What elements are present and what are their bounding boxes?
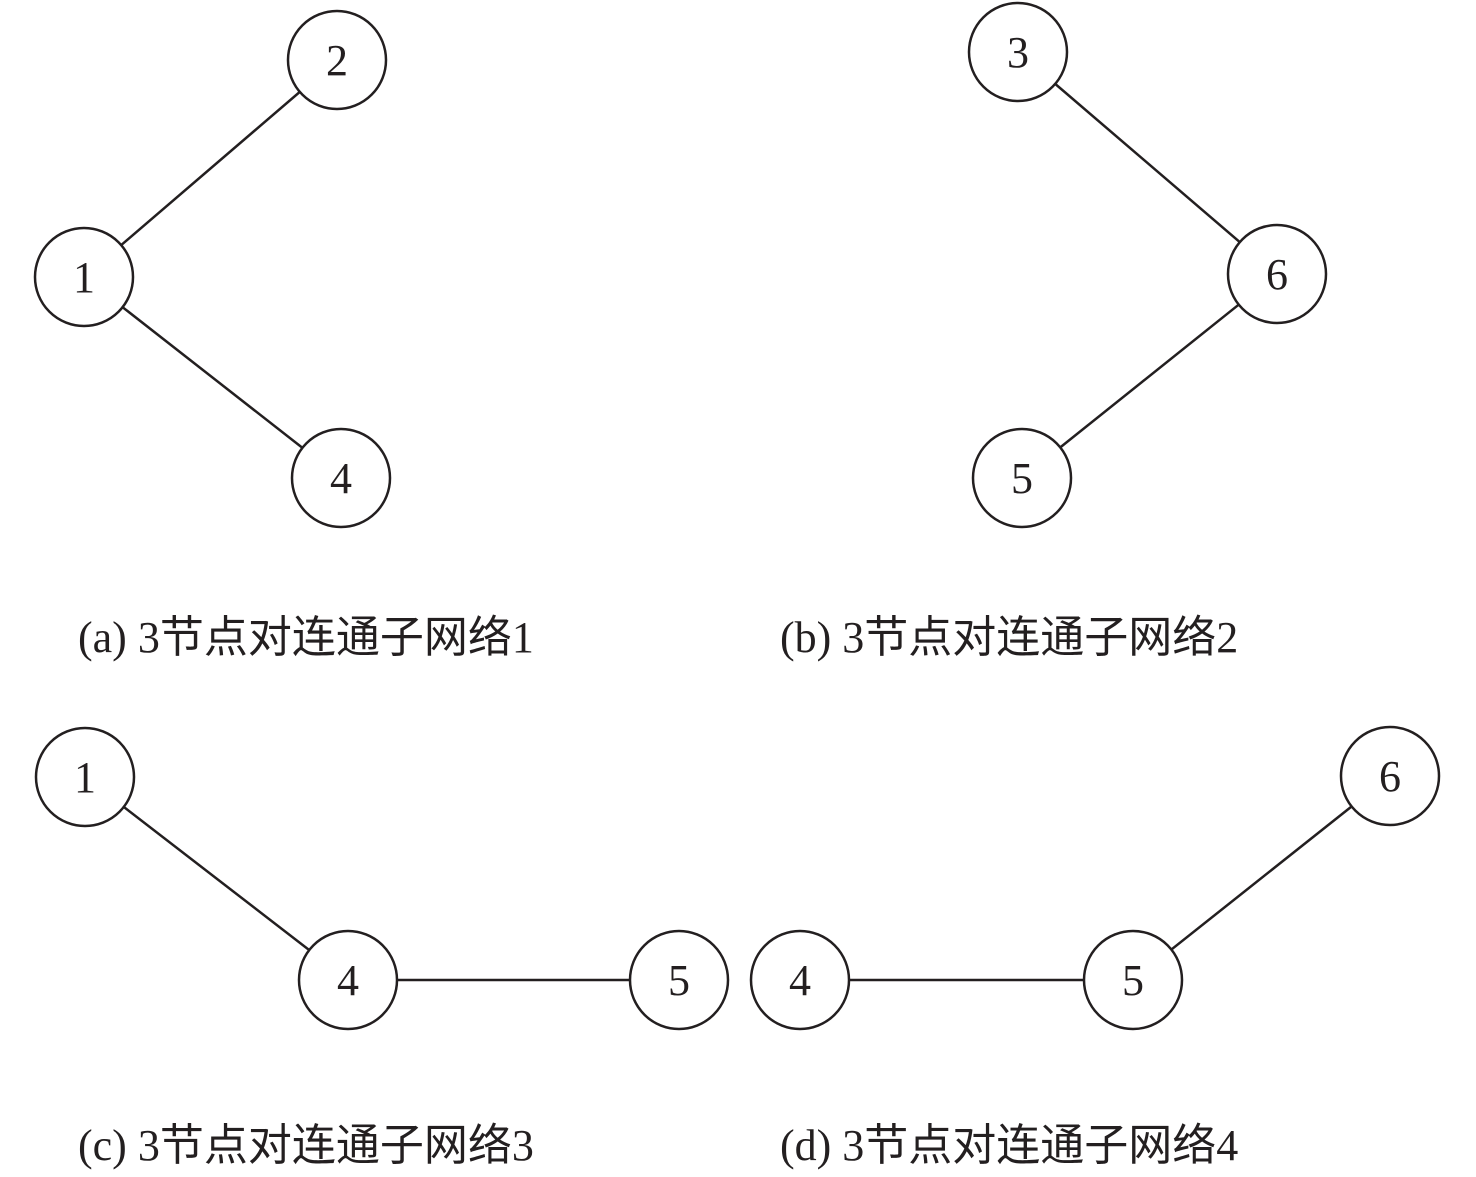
node-label: 6: [1379, 752, 1401, 801]
node-a-2: 2: [286, 9, 388, 111]
subnetwork-d: 4 5 6: [749, 725, 1441, 1031]
node-label: 5: [1011, 454, 1033, 503]
caption-d: (d) 3节点对连通子网络4: [780, 1121, 1239, 1170]
caption-c: (c) 3节点对连通子网络3: [78, 1121, 534, 1170]
edge-a-1-4: [83, 276, 342, 479]
node-d-4: 4: [749, 929, 851, 1031]
node-label: 5: [668, 956, 690, 1005]
caption-b: (b) 3节点对连通子网络2: [780, 613, 1239, 662]
node-label: 4: [330, 454, 352, 503]
node-d-5: 5: [1082, 929, 1184, 1031]
caption-a: (a) 3节点对连通子网络1: [78, 613, 534, 662]
node-a-1: 1: [33, 226, 135, 328]
node-b-5: 5: [971, 427, 1073, 529]
node-label: 1: [73, 253, 95, 302]
edge-d-5-6: [1132, 775, 1391, 981]
edge-b-3-6: [1017, 51, 1278, 275]
subnetwork-b: 3 6 5: [967, 1, 1328, 529]
node-label: 3: [1007, 28, 1029, 77]
node-label: 6: [1266, 250, 1288, 299]
node-c-4: 4: [297, 929, 399, 1031]
node-d-6: 6: [1339, 725, 1441, 827]
edge-c-1-4: [84, 776, 349, 981]
node-c-1: 1: [34, 726, 136, 828]
node-b-6: 6: [1226, 223, 1328, 325]
node-label: 5: [1122, 956, 1144, 1005]
node-label: 4: [789, 956, 811, 1005]
node-label: 1: [74, 753, 96, 802]
node-b-3: 3: [967, 1, 1069, 103]
edge-b-6-5: [1021, 273, 1278, 479]
node-a-4: 4: [290, 427, 392, 529]
subnetwork-a: 1 2 4: [33, 9, 392, 529]
node-label: 4: [337, 956, 359, 1005]
node-label: 2: [326, 36, 348, 85]
node-c-5: 5: [628, 929, 730, 1031]
subnetwork-c: 1 4 5: [34, 726, 730, 1031]
edge-a-1-2: [83, 59, 338, 278]
